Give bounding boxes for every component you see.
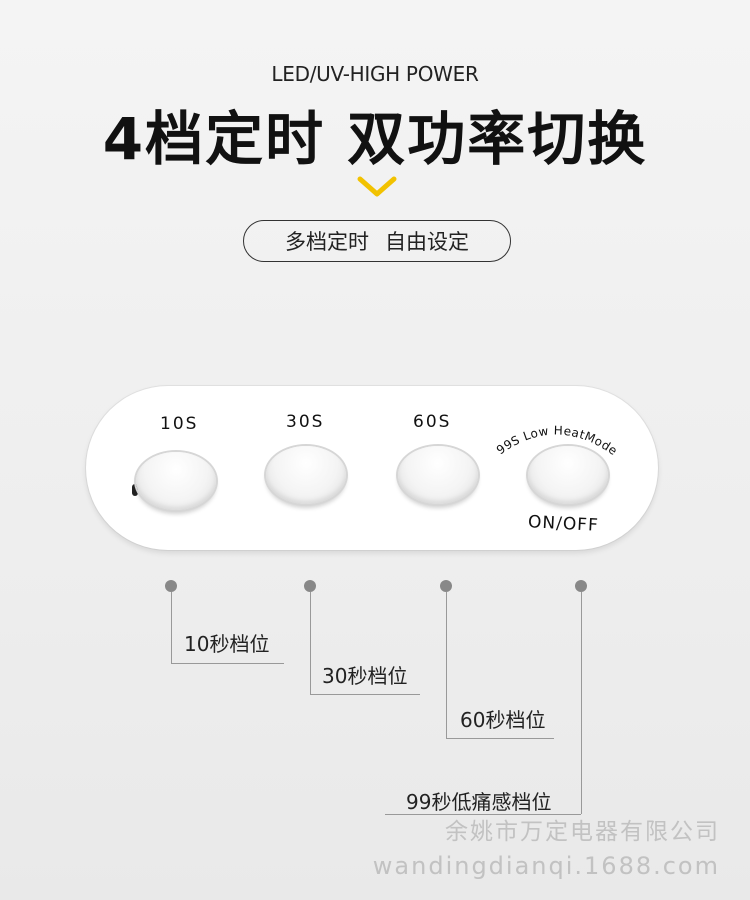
callout-line [171, 663, 284, 664]
callout-line [385, 814, 581, 815]
button-notch [132, 484, 138, 496]
callout-dot [165, 580, 177, 592]
callout-line [446, 592, 447, 738]
timer-60s-button[interactable] [398, 446, 478, 504]
pill-text-right: 自由设定 [385, 230, 469, 254]
feature-pill: 多档定时 自由设定 [243, 220, 511, 262]
callout-dot [575, 580, 587, 592]
watermark-site: wandingdianqi.1688.com [372, 852, 720, 880]
callout-line [310, 694, 420, 695]
callout-10s: 10秒档位 [184, 632, 270, 656]
timer-10s-button[interactable] [136, 452, 216, 510]
subtitle-en: LED/UV-HIGH POWER [271, 62, 479, 86]
callout-line [446, 738, 554, 739]
callout-30s: 30秒档位 [322, 664, 408, 688]
button-label-60s: 60S [413, 412, 452, 432]
callout-line [310, 592, 311, 694]
onoff-label: ON/OFF [527, 512, 600, 536]
timer-30s-button[interactable] [266, 446, 346, 504]
button-label-99s-low-heat: 99S Low HeatMode [494, 423, 620, 458]
callout-line [171, 592, 172, 663]
callout-dot [440, 580, 452, 592]
callout-dot [304, 580, 316, 592]
headline: 4档定时 双功率切换 [102, 105, 648, 173]
chevron-down-icon [357, 176, 397, 197]
watermark-company: 余姚市万定电器有限公司 [445, 819, 720, 845]
button-label-30s: 30S [286, 412, 325, 432]
button-label-10s: 10S [160, 414, 199, 434]
svg-text:99S Low HeatMode: 99S Low HeatMode [494, 423, 620, 458]
timer-99s-onoff-button[interactable] [528, 446, 608, 504]
callout-line [581, 592, 582, 814]
pill-text-left: 多档定时 [285, 230, 369, 254]
callout-99s-low-pain: 99秒低痛感档位 [406, 790, 552, 814]
callout-60s: 60秒档位 [460, 708, 546, 732]
